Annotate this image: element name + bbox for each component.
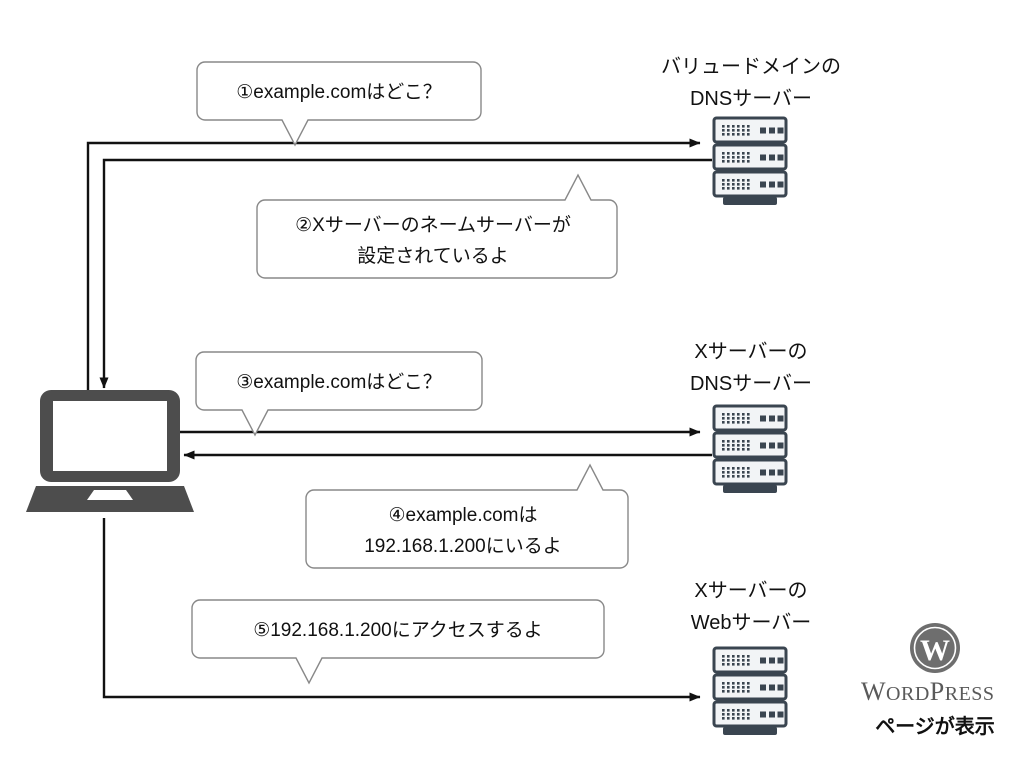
laptop-icon	[26, 390, 194, 512]
wordmark-ord-glyph: ORD	[886, 683, 930, 705]
wordpress-logo-icon: W	[910, 623, 960, 673]
speech-bubble-5-line-1: ⑤192.168.1.200にアクセスするよ	[253, 619, 543, 641]
server-x-dns	[714, 406, 786, 493]
speech-bubble-4: ④example.comは 192.168.1.200にいるよ	[305, 463, 629, 569]
speech-bubble-5: ⑤192.168.1.200にアクセスするよ	[191, 599, 605, 685]
speech-bubble-4-line-2: 192.168.1.200にいるよ	[364, 536, 562, 557]
server-xweb-label-line2: Webサーバー	[691, 612, 812, 634]
server-x-web	[714, 648, 786, 735]
wordpress-wordmark: WORDPRESS	[861, 677, 995, 706]
wordmark-w-glyph: W	[861, 677, 886, 706]
speech-bubble-1-line-1: ①example.comはどこ？	[236, 81, 441, 103]
server-registrar-label-line2: DNSサーバー	[690, 88, 812, 110]
wordmark-ress-glyph: RESS	[945, 683, 995, 705]
svg-text:W: W	[920, 634, 950, 667]
speech-bubble-2: ②Xサーバーのネームサーバーが 設定されているよ	[256, 173, 618, 279]
server-registrar-dns	[714, 118, 786, 205]
flow-arrow-1	[86, 138, 701, 400]
server-xdns-label-line1: Xサーバーの	[694, 341, 807, 363]
server-registrar-label-line1: バリュードメインの	[661, 56, 841, 78]
speech-bubble-4-line-1: ④example.comは	[388, 505, 537, 526]
wordmark-p-glyph: P	[930, 677, 945, 706]
flow-arrow-2	[99, 158, 712, 389]
server-xdns-label-line2: DNSサーバー	[690, 373, 812, 395]
speech-bubble-1: ①example.comはどこ？	[196, 61, 482, 147]
speech-bubble-2-line-2: 設定されているよ	[357, 245, 508, 267]
svg-text:WORDPRESS: WORDPRESS	[861, 677, 995, 706]
flow-arrow-5	[102, 518, 701, 702]
speech-bubble-3-line-1: ③example.comはどこ？	[236, 371, 441, 393]
server-xweb-label-line1: Xサーバーの	[694, 580, 807, 602]
speech-bubble-3: ③example.comはどこ？	[195, 351, 483, 437]
wordpress-caption: ページが表示	[875, 714, 995, 738]
speech-bubble-2-line-1: ②Xサーバーのネームサーバーが	[295, 214, 571, 236]
